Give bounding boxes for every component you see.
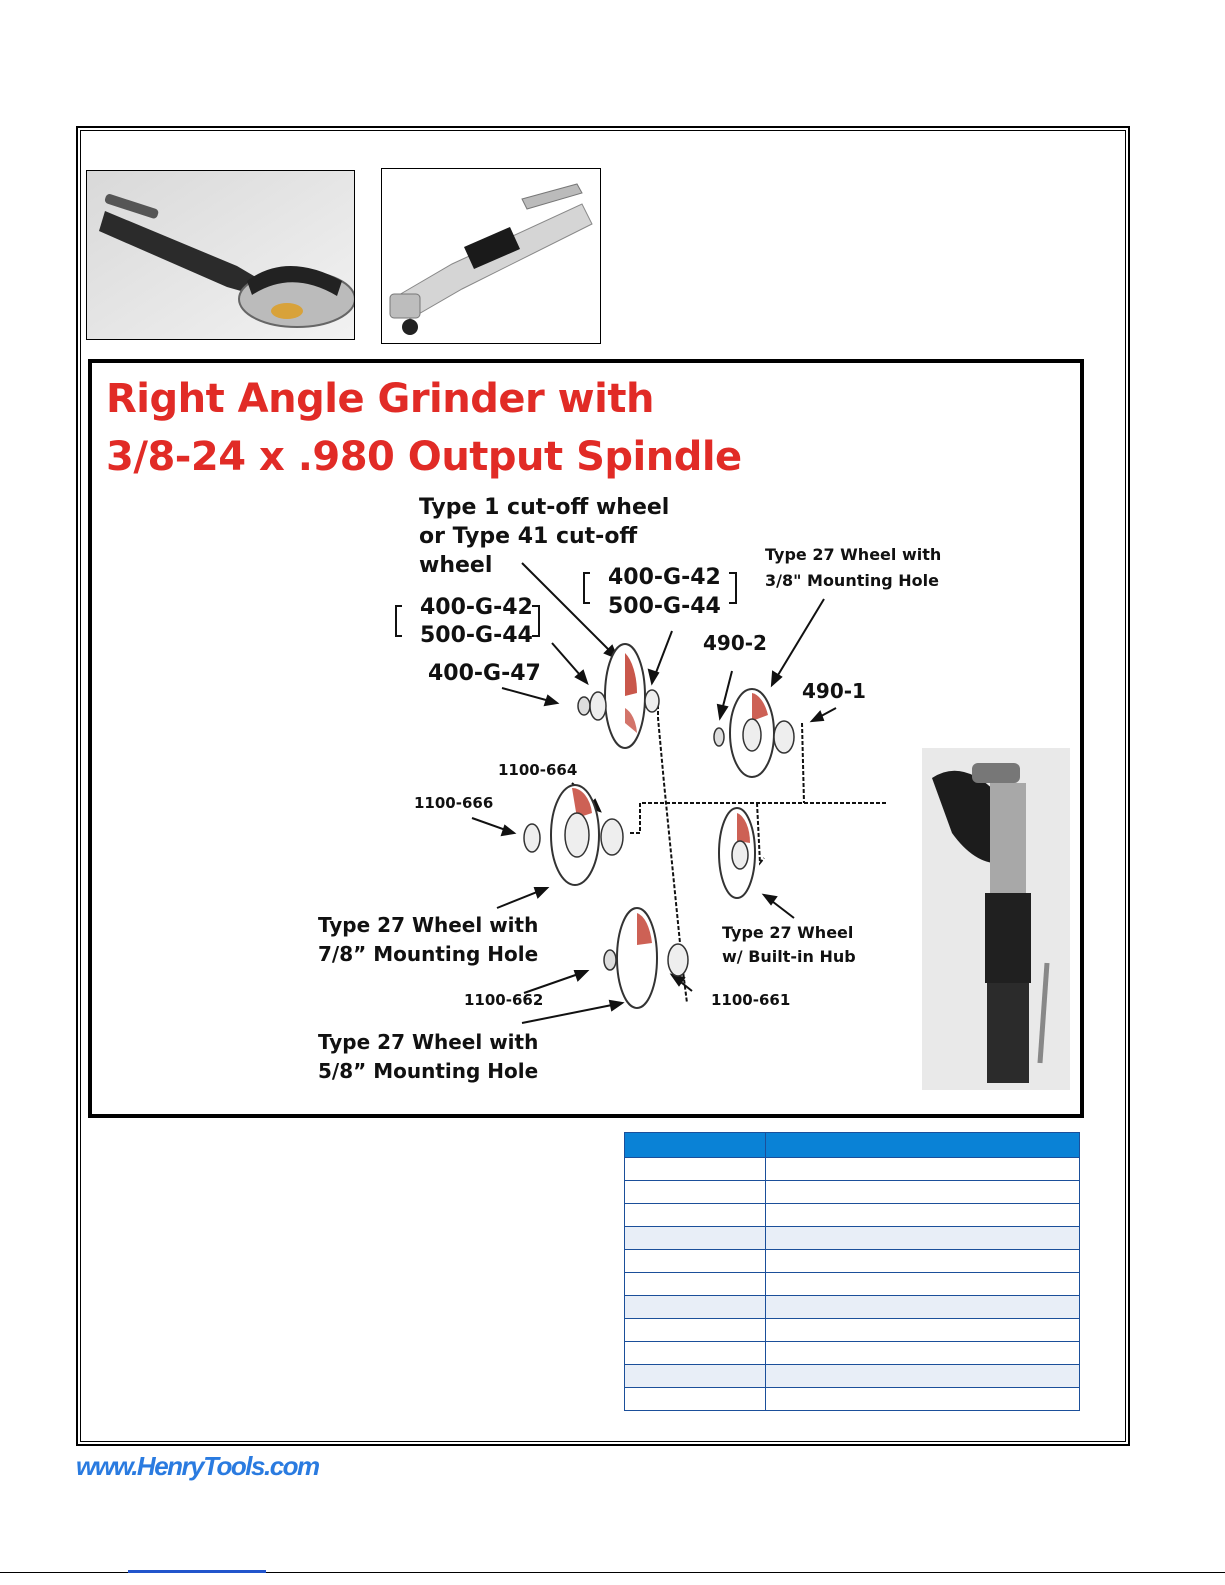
diagram-graphics [395,562,1070,1090]
table-row [624,1272,1080,1296]
table-cell [624,1226,766,1250]
website-link[interactable]: www.HenryTools.com [76,1451,320,1481]
diagram-title-line-2: 3/8-24 x .980 Output Spindle [106,434,742,480]
table-row [624,1364,1080,1388]
table-row [624,1157,1080,1181]
table-cell [765,1226,1080,1250]
table-cell [624,1318,766,1342]
wheel-type1 [604,643,646,749]
table-row [624,1180,1080,1204]
label-type27-78-line1: Type 27 Wheel with [318,913,539,937]
table-cell [765,1157,1080,1181]
spec-table [624,1132,1080,1411]
table-cell [624,1180,766,1204]
table-cell [624,1387,766,1411]
label-1100-666: 1100-666 [414,794,494,812]
table-cell [765,1364,1080,1388]
table-cell [624,1203,766,1227]
grinder-photo-2 [381,168,601,344]
table-row [624,1226,1080,1250]
table-cell [624,1295,766,1319]
bottom-divider [0,1572,1225,1573]
table-row [624,1295,1080,1319]
grinder-photo-1 [86,170,355,340]
table-cell [765,1272,1080,1296]
table-row [624,1387,1080,1411]
table-row [624,1318,1080,1342]
table-cell [765,1180,1080,1204]
table-cell [765,1341,1080,1365]
label-type1-line2: or Type 41 cut-off [419,524,638,549]
table-row [624,1341,1080,1365]
label-490-1: 490-1 [802,679,866,703]
table-cell [624,1364,766,1388]
label-400-g-47: 400-G-47 [428,661,541,686]
label-type1-line1: Type 1 cut-off wheel [419,495,670,520]
page-frame-outer [76,126,1130,1446]
label-1100-662: 1100-662 [464,991,544,1009]
table-header-row [624,1132,1080,1158]
table-cell [765,1387,1080,1411]
label-bracket-right-bottom: 500-G-44 [608,594,721,619]
table-cell [624,1341,766,1365]
label-type1-line3: wheel [419,553,493,578]
label-1100-664: 1100-664 [498,761,578,779]
label-1100-661: 1100-661 [711,991,791,1009]
table-row [624,1203,1080,1227]
table-cell [765,1295,1080,1319]
table-cell [624,1157,766,1181]
label-490-2: 490-2 [703,631,767,655]
exploded-parts-diagram: Right Angle Grinder with 3/8-24 x .980 O… [88,359,1084,1118]
table-cell [765,1203,1080,1227]
label-bracket-right-top: 400-G-42 [608,565,721,590]
label-type27-58-line2: 5/8” Mounting Hole [318,1059,539,1083]
table-row [624,1249,1080,1273]
label-type27-58-line1: Type 27 Wheel with [318,1030,539,1054]
table-cell [624,1272,766,1296]
label-type27-38-line2: 3/8" Mounting Hole [765,571,939,590]
label-type27-78-line2: 7/8” Mounting Hole [318,942,539,966]
label-type27-hub-line1: Type 27 Wheel [722,923,854,942]
diagram-title-line-1: Right Angle Grinder with [106,376,654,422]
table-header-cell [765,1132,1080,1158]
bottom-accent-bar [128,1570,266,1573]
label-type27-hub-line2: w/ Built-in Hub [722,947,856,966]
table-cell [765,1318,1080,1342]
table-cell [624,1249,766,1273]
label-bracket-left-bottom: 500-G-44 [420,623,533,648]
page-frame-inner [80,130,1126,1442]
label-type27-38-line1: Type 27 Wheel with [765,545,942,564]
grinder-photo-3 [922,748,1070,1090]
table-cell [765,1249,1080,1273]
table-header-cell [624,1132,766,1158]
label-bracket-left-top: 400-G-42 [420,595,533,620]
